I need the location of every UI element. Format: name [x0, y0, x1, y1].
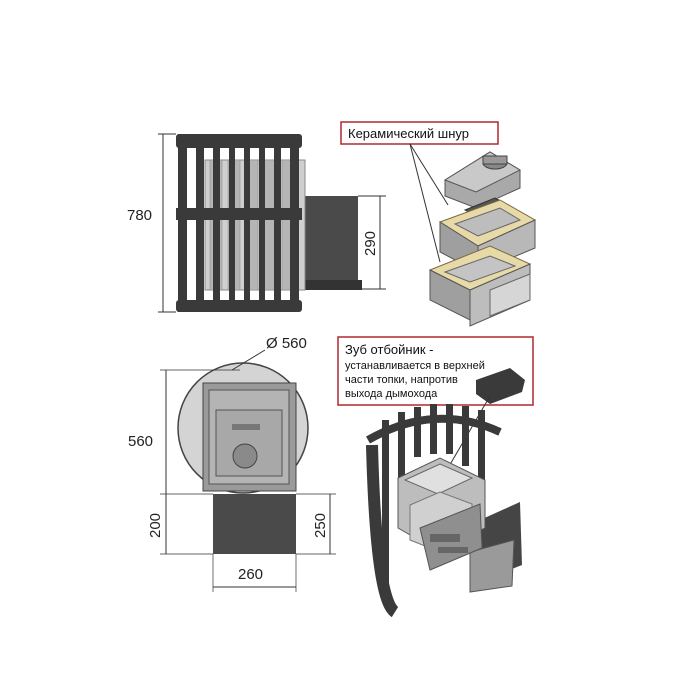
callout-deflector-line3: выхода дымохода: [345, 388, 438, 400]
cutaway-stove-body: [397, 457, 486, 571]
callout-deflector-line2: части топки, напротив: [345, 374, 458, 386]
stove-bottom-section: [428, 245, 532, 327]
dim-tunnel-height: 250: [312, 513, 329, 538]
dim-height-total: 780: [127, 207, 152, 224]
cutaway-frame-arc: [366, 444, 400, 618]
callout-deflector-title: Зуб отбойник -: [345, 342, 433, 357]
front-frame-mid: [176, 208, 302, 220]
cutaway-view: Зуб отбойник - устанавливается в верхней…: [337, 336, 534, 618]
top-flue-hole: [232, 443, 258, 469]
front-view: 780 290: [127, 133, 386, 313]
stove-top-cap: [443, 151, 522, 209]
callout-ceramic-cord-box: [340, 121, 499, 145]
top-view: Ø 560 560 200 250 260: [128, 335, 336, 592]
front-frame-bars: [178, 134, 299, 312]
cutaway-frame-bars: [382, 404, 485, 600]
dim-tunnel-width: 260: [238, 566, 263, 583]
front-frame-top: [176, 134, 302, 148]
callout-ceramic-cord: Керамический шнур: [348, 126, 469, 141]
deflector-tooth: [476, 368, 525, 404]
callout-deflector-line1: устанавливается в верхней: [345, 360, 485, 372]
dim-diameter: Ø 560: [266, 335, 307, 352]
dim-chimney-height: 290: [362, 231, 379, 256]
front-tunnel: [302, 196, 358, 289]
top-tunnel: [213, 494, 296, 554]
front-frame-bottom: [176, 300, 302, 312]
dim-depth: 560: [128, 433, 153, 450]
exploded-view: Керамический шнур: [340, 121, 537, 327]
dim-tunnel-length: 200: [147, 513, 164, 538]
